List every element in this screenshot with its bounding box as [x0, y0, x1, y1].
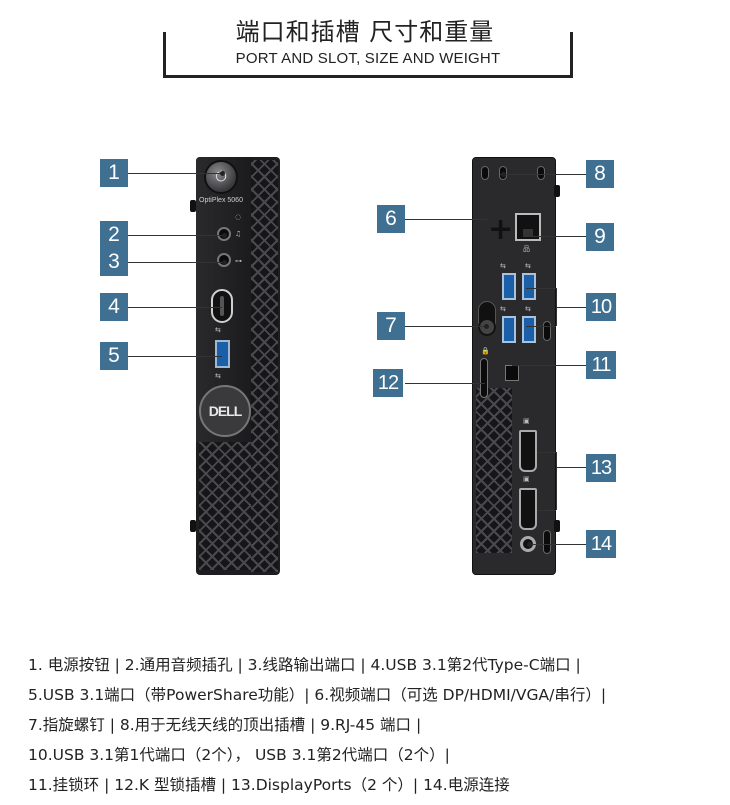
- rear-foot-bottom: [554, 520, 560, 532]
- leader-line-1: [128, 173, 222, 174]
- leader-dot-7: [484, 324, 489, 329]
- callout-2: 2: [100, 221, 128, 249]
- leader-line-13b: [537, 510, 556, 511]
- leader-line-8: [500, 174, 586, 175]
- leader-line-5: [128, 356, 222, 357]
- displayport-2[interactable]: [519, 488, 537, 530]
- leader-line-9: [532, 236, 586, 237]
- usb-gen2-port-2[interactable]: [522, 316, 536, 343]
- callout-11: 11: [586, 351, 616, 379]
- lock-icon: 🔒: [481, 347, 490, 355]
- callout-8: 8: [586, 160, 614, 188]
- model-name: OptiPlex 5060: [199, 197, 243, 204]
- kensington-slot[interactable]: [480, 358, 488, 398]
- callout-7: 7: [377, 312, 405, 340]
- leader-dot-3: [222, 260, 227, 265]
- usb-gen1-port-2[interactable]: [502, 316, 516, 343]
- rear-bottom-slot: [543, 530, 551, 554]
- legend-line: 5.USB 3.1端口（带PowerShare功能）| 6.视频端口（可选 DP…: [28, 686, 607, 704]
- network-icon: 品: [523, 245, 530, 253]
- leader-line-6: [405, 219, 487, 220]
- front-foot-bottom: [190, 520, 196, 532]
- callout-14: 14: [586, 530, 616, 558]
- leader-dot-8: [501, 172, 506, 177]
- callout-9: 9: [586, 223, 614, 251]
- leader-line-12: [405, 383, 485, 384]
- front-bottom-grille: [199, 442, 251, 570]
- usb-ss-label-1: ⇆: [500, 262, 506, 270]
- legend-line: 11.挂锁环 | 12.K 型锁插槽 | 13.DisplayPorts（2 个…: [28, 776, 510, 794]
- callout-10: 10: [586, 293, 616, 321]
- usb-ss-label-2: ⇆: [525, 262, 531, 270]
- callout-4: 4: [100, 293, 128, 321]
- leader-line-10c: [556, 307, 586, 308]
- side-slot: [543, 321, 551, 341]
- legend-line: 7.指旋螺钉 | 8.用于无线天线的顶出插槽 | 9.RJ-45 端口 |: [28, 716, 422, 734]
- page-title: 端口和插槽 尺寸和重量: [215, 17, 515, 47]
- leader-line-13a: [537, 452, 556, 453]
- dp-icon-2: ▣: [523, 475, 530, 483]
- usb-ss-label-3: ⇆: [500, 305, 506, 313]
- leader-dot-14: [527, 542, 532, 547]
- port-legend: 1. 电源按钮 | 2.通用音频插孔 | 3.线路输出端口 | 4.USB 3.…: [28, 650, 718, 800]
- leader-line-4: [128, 307, 222, 308]
- usb-gen1-port-1[interactable]: [502, 273, 516, 300]
- callout-1: 1: [100, 159, 128, 187]
- front-side-grille: [251, 160, 278, 572]
- leader-line-10b: [526, 326, 556, 327]
- leader-line-14: [530, 544, 586, 545]
- legend-line: 10.USB 3.1第1代端口（2个）， USB 3.1第2代端口（2个）|: [28, 746, 450, 764]
- leader-dot-1: [220, 171, 225, 176]
- line-out-icon: ⊶: [235, 257, 242, 265]
- usb-powershare-icon: ⇆: [215, 372, 221, 380]
- usb-type-c-port[interactable]: [211, 289, 233, 323]
- dp-icon-1: ▣: [523, 417, 530, 425]
- leader-dot-2: [222, 233, 227, 238]
- leader-line-2: [128, 235, 224, 236]
- usb-gen2-port-1[interactable]: [522, 273, 536, 300]
- antenna-slot-right: [537, 166, 545, 180]
- power-button[interactable]: ⏻: [204, 160, 238, 194]
- video-port-cover: +: [488, 212, 514, 247]
- usb-powershare-port[interactable]: [215, 340, 230, 368]
- usb-ss-label-4: ⇆: [525, 305, 531, 313]
- leader-line-7: [405, 326, 487, 327]
- dell-logo: DELL: [199, 385, 251, 437]
- callout-13: 13: [586, 454, 616, 482]
- callout-3: 3: [100, 248, 128, 276]
- padlock-ring[interactable]: [505, 365, 519, 381]
- antenna-slot-left: [481, 166, 489, 180]
- rear-foot-top: [554, 185, 560, 197]
- legend-line: 1. 电源按钮 | 2.通用音频插孔 | 3.线路输出端口 | 4.USB 3.…: [28, 656, 581, 674]
- leader-line-11: [512, 365, 586, 366]
- displayport-1[interactable]: [519, 430, 537, 472]
- usb-ss-icon: ⇆: [215, 326, 221, 334]
- rear-vent-grille: [476, 388, 512, 553]
- header-frame: [163, 32, 573, 78]
- leader-line-13c: [556, 467, 586, 468]
- callout-6: 6: [377, 205, 405, 233]
- leader-line-3: [128, 262, 224, 263]
- power-icon: ⏻: [215, 169, 227, 185]
- page-subtitle: PORT AND SLOT, SIZE AND WEIGHT: [235, 50, 501, 67]
- callout-12: 12: [373, 369, 403, 397]
- leader-bracket-13: [556, 452, 557, 510]
- front-foot-top: [190, 200, 196, 212]
- callout-5: 5: [100, 342, 128, 370]
- leader-line-10a: [526, 288, 556, 289]
- headset-icon: ◌: [235, 213, 242, 221]
- headphone-icon: ♫: [235, 230, 242, 238]
